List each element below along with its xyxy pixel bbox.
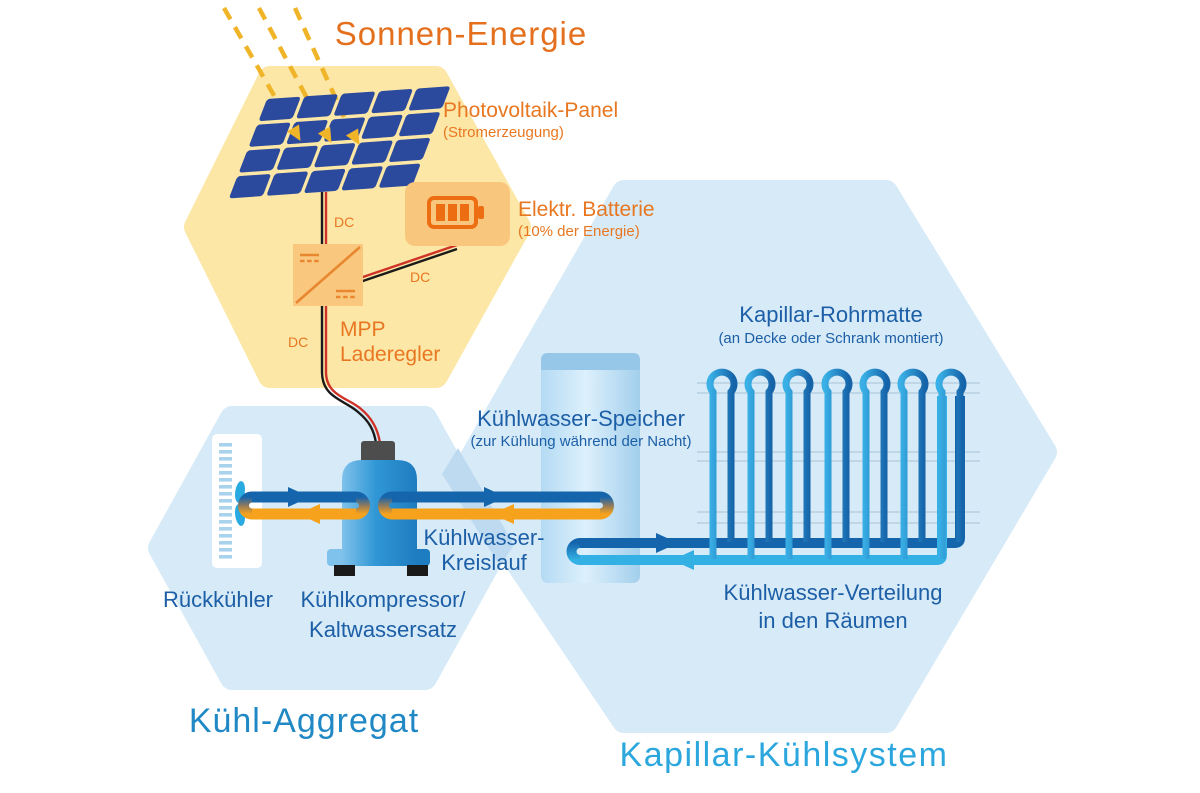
battery-label: Elektr. Batterie: [518, 198, 655, 221]
sun-ray-arrowheads: [286, 124, 360, 145]
distribution-label-line2: in den Räumen: [758, 608, 907, 633]
solar-title: Sonnen-Energie: [335, 15, 588, 52]
capillary-mat-icon: [566, 368, 967, 565]
dc-wire-panel-to-mpp: [320, 192, 328, 246]
mpp-charge-controller-icon: [293, 244, 363, 306]
hexagon-overlap: [442, 448, 514, 566]
battery-sublabel: (10% der Energie): [518, 223, 640, 240]
flow-arrow-orange-a: [298, 504, 320, 524]
circuit-label-line1: Kühlwasser-: [423, 525, 544, 550]
dc-label-3: DC: [288, 334, 308, 350]
compressor-label-line1: Kühlkompressor/: [300, 587, 466, 612]
recooler-icon: [212, 434, 262, 568]
flow-arrow-blue-c: [656, 533, 678, 553]
flow-arrow-cyan-c: [672, 550, 694, 570]
flow-arrow-orange-b: [492, 504, 514, 524]
recooler-label: Rückkühler: [163, 587, 273, 612]
circuit-label-line2: Kreislauf: [441, 550, 527, 575]
flow-arrow-blue-b: [484, 487, 506, 507]
dc-wire-mpp-to-compressor: [320, 304, 382, 444]
dc-wire-mpp-to-battery: [359, 243, 458, 284]
mpp-label-line1: MPP: [340, 318, 386, 341]
battery-box: [405, 182, 510, 246]
battery-icon: [427, 196, 484, 229]
storage-sublabel: (zur Kühlung während der Nacht): [471, 433, 692, 450]
dc-label-1: DC: [334, 214, 354, 230]
distribution-label-line1: Kühlwasser-Verteilung: [724, 580, 943, 605]
mat-sublabel: (an Decke oder Schrank montiert): [718, 330, 943, 347]
storage-tank-icon: [541, 353, 640, 583]
mpp-label-line2: Laderegler: [340, 343, 440, 366]
pv-panel-label: Photovoltaik-Panel: [443, 99, 618, 122]
cooling-unit-title: Kühl-Aggregat: [189, 702, 419, 740]
capillary-system-title: Kapillar-Kühlsystem: [620, 736, 949, 774]
flow-arrow-blue-a: [288, 487, 310, 507]
pv-panel-sublabel: (Stromerzeugung): [443, 124, 564, 141]
mat-label: Kapillar-Rohrmatte: [739, 302, 922, 327]
ceiling-lines: [697, 382, 980, 524]
storage-label: Kühlwasser-Speicher: [477, 406, 685, 431]
compressor-label-line2: Kaltwassersatz: [309, 617, 457, 642]
dc-label-2: DC: [410, 269, 430, 285]
